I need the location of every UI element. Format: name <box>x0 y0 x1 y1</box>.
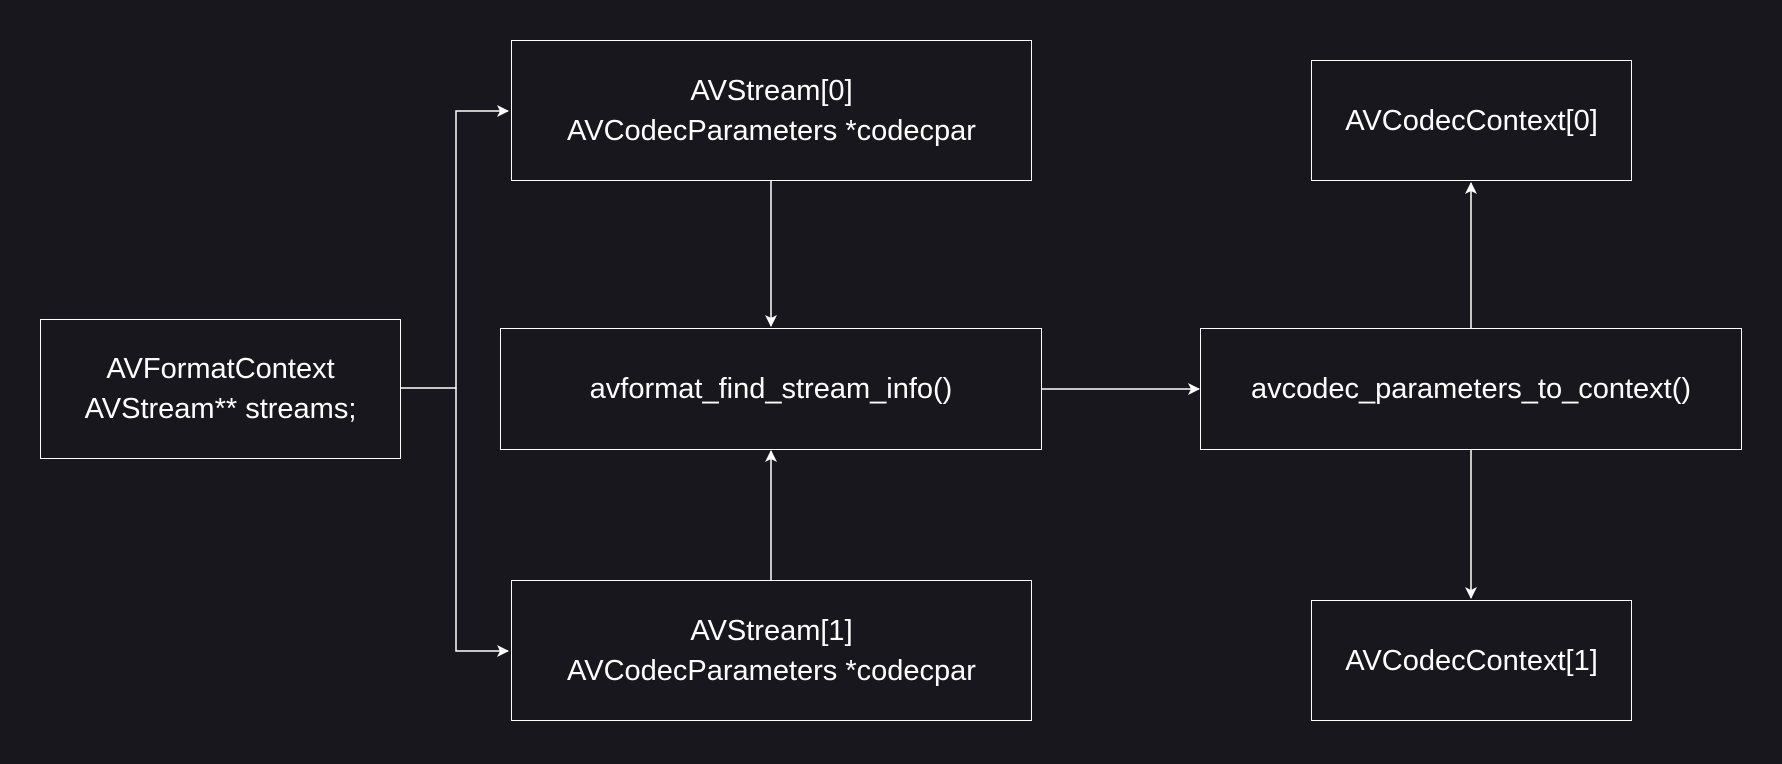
node-stream1-line2: AVCodecParameters *codecpar <box>567 654 976 687</box>
node-stream0-line2: AVCodecParameters *codecpar <box>567 114 976 147</box>
node-stream1-line1: AVStream[1] <box>690 614 853 647</box>
node-params-to-context-label: avcodec_parameters_to_context() <box>1250 373 1692 405</box>
node-stream1: AVStream[1] AVCodecParameters *codecpar <box>511 580 1032 721</box>
node-format-context-line2: AVStream** streams; <box>85 389 357 429</box>
node-stream0: AVStream[0] AVCodecParameters *codecpar <box>511 40 1032 181</box>
node-format-context: AVFormatContext AVStream** streams; <box>40 319 401 459</box>
node-params-to-context: avcodec_parameters_to_context() <box>1200 328 1742 450</box>
node-codec-context0-label: AVCodecContext[0] <box>1345 104 1598 137</box>
edge-format-context-to-stream0 <box>401 105 509 389</box>
node-codec-context1: AVCodecContext[1] <box>1311 600 1632 721</box>
node-codec-context0: AVCodecContext[0] <box>1311 60 1632 181</box>
node-find-stream-info-label: avformat_find_stream_info() <box>589 373 953 405</box>
node-codec-context1-label: AVCodecContext[1] <box>1345 644 1598 677</box>
node-format-context-line1: AVFormatContext <box>106 353 335 385</box>
node-find-stream-info: avformat_find_stream_info() <box>500 328 1042 450</box>
edge-format-context-to-stream1 <box>455 388 509 657</box>
node-stream0-line1: AVStream[0] <box>690 74 853 107</box>
node-format-context-line2-main: AVStream** streams; <box>84 393 357 425</box>
